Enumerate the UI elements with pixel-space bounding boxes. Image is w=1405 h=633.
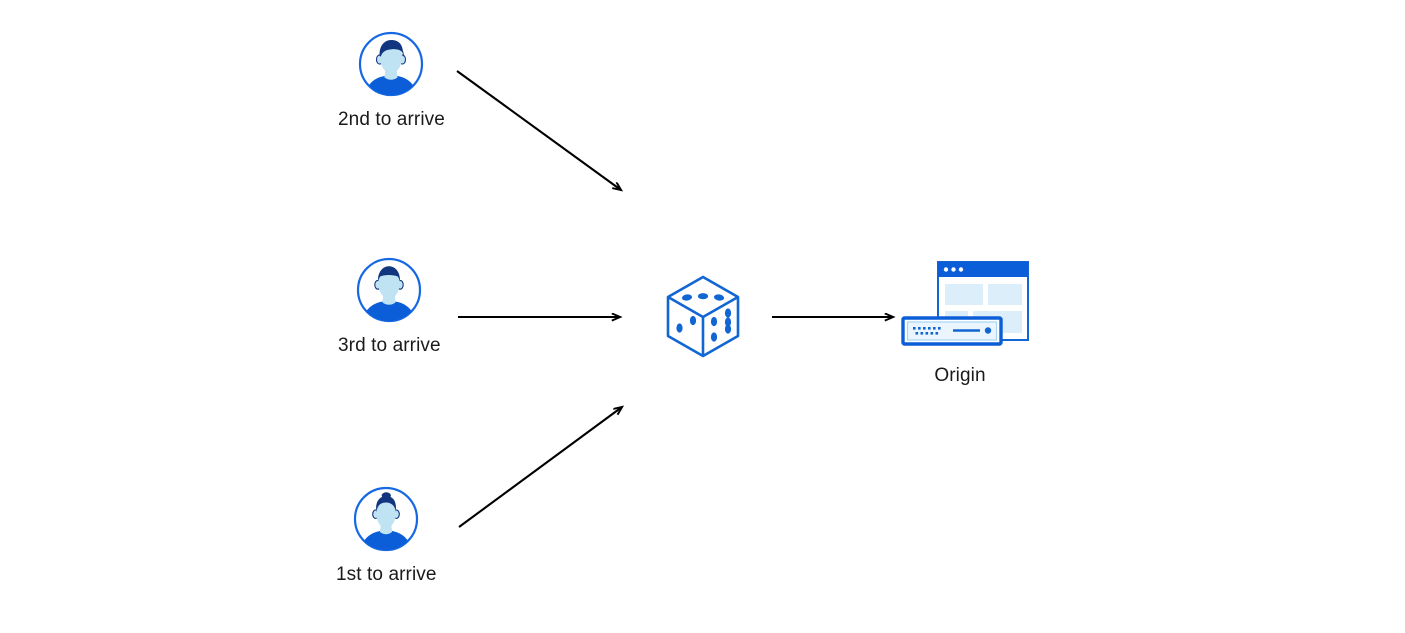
- node-label: 3rd to arrive: [338, 335, 441, 356]
- node-label: Origin: [934, 365, 986, 386]
- node-origin: Origin: [900, 258, 1029, 388]
- server-appliance-icon: [901, 316, 1003, 346]
- user-avatar-female-icon: [352, 485, 420, 553]
- user-avatar-icon: [357, 30, 425, 98]
- server-browser-icon: [900, 258, 1029, 358]
- dice-icon: [658, 272, 748, 362]
- arrow-2nd-to-dice: [456, 70, 621, 190]
- node-client-1st: 1st to arrive: [336, 485, 437, 587]
- node-client-3rd: 3rd to arrive: [338, 256, 441, 358]
- node-label: 1st to arrive: [336, 564, 437, 585]
- user-avatar-icon: [355, 256, 423, 324]
- node-client-2nd: 2nd to arrive: [338, 30, 445, 132]
- node-label: 2nd to arrive: [338, 109, 445, 130]
- node-randomizer: [658, 272, 748, 372]
- arrow-1st-to-dice: [458, 407, 622, 528]
